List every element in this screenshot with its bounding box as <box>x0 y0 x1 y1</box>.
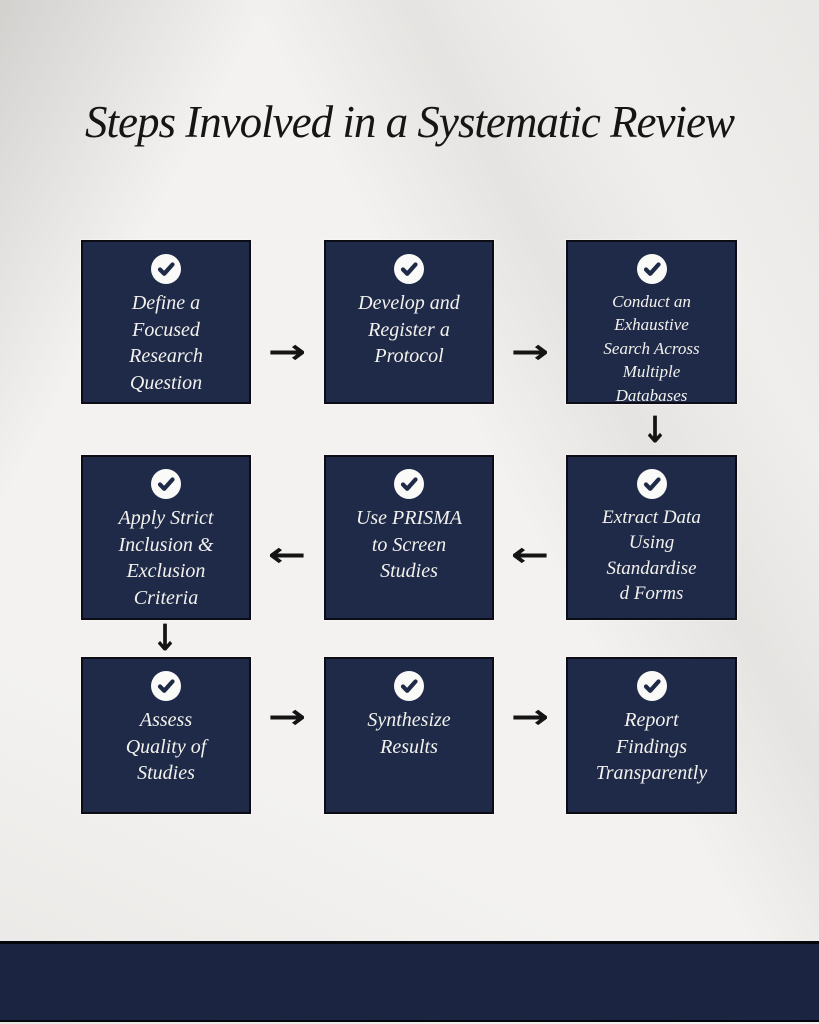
step-label: Synthesize Results <box>367 709 451 758</box>
arrow-right-icon: → <box>267 697 307 737</box>
step-label: Develop and Register a Protocol <box>358 292 460 368</box>
check-circle-icon <box>151 671 181 701</box>
step-box-define-question: Define a Focused Research Question <box>81 240 251 404</box>
check-circle-icon <box>636 254 667 284</box>
step-box-extract-data: Extract Data Using Standardise d Forms <box>566 455 737 620</box>
step-box-conduct-search: Conduct an Exhaustive Search Across Mult… <box>566 240 737 405</box>
footer-bar <box>0 941 819 1022</box>
page-title: Steps Involved in a Systematic Review <box>84 97 735 147</box>
check-circle-icon <box>151 469 181 499</box>
step-label: Extract Data Using Standardise d Forms <box>602 507 701 604</box>
arrow-down-icon: ↓ <box>641 408 669 452</box>
step-box-assess-quality: Assess Quality of Studies <box>81 657 251 814</box>
step-box-use-prisma: Use PRISMA to Screen Studies <box>324 455 494 620</box>
step-box-apply-criteria: Apply Strict Inclusion & Exclusion Crite… <box>81 455 251 620</box>
step-label: Conduct an Exhaustive Search Across Mult… <box>603 292 700 405</box>
check-circle-icon <box>394 671 424 701</box>
check-circle-icon <box>636 469 667 499</box>
arrow-right-icon: → <box>267 332 307 372</box>
check-circle-icon <box>636 671 667 701</box>
arrow-left-icon: ← <box>267 535 307 575</box>
step-box-develop-protocol: Develop and Register a Protocol <box>324 240 494 404</box>
check-circle-icon <box>394 254 424 284</box>
step-box-report-findings: Report Findings Transparently <box>566 657 737 814</box>
step-label: Assess Quality of Studies <box>125 709 207 785</box>
arrow-right-icon: → <box>510 697 550 737</box>
check-circle-icon <box>394 469 424 499</box>
step-label: Report Findings Transparently <box>595 709 708 785</box>
arrow-right-icon: → <box>510 332 550 372</box>
step-label: Use PRISMA to Screen Studies <box>355 507 463 583</box>
arrow-left-icon: ← <box>510 535 550 575</box>
check-circle-icon <box>151 254 181 284</box>
step-label: Define a Focused Research Question <box>129 292 203 394</box>
step-box-synthesize-results: Synthesize Results <box>324 657 494 814</box>
step-label: Apply Strict Inclusion & Exclusion Crite… <box>118 507 214 609</box>
arrow-down-icon: ↓ <box>151 616 179 660</box>
